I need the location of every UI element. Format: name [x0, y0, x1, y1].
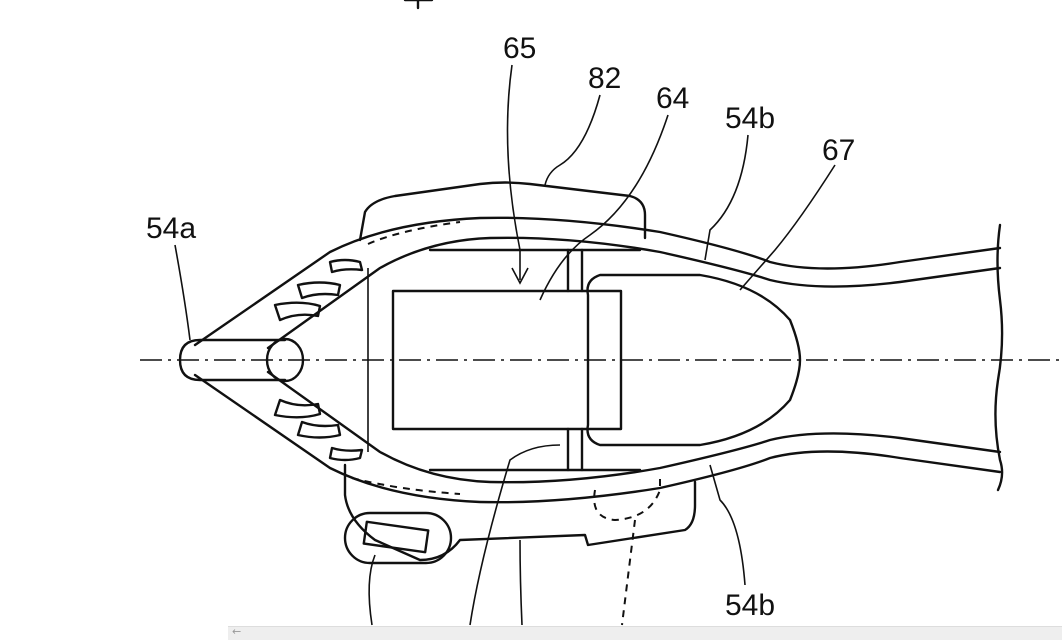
leader-67: [739, 164, 836, 291]
top-cut-glyph: [403, 0, 434, 10]
label-67: 67: [822, 134, 855, 167]
component-64-box: [391, 289, 623, 431]
leader-lower-2: [519, 539, 523, 626]
frame-54b-lower-inner: [266, 370, 1002, 484]
leader-54b-bottom: [709, 464, 746, 586]
frame-54b-lower-outer: [193, 373, 1002, 504]
frame-54b-upper-inner: [266, 236, 1002, 350]
head-pipe-end: [265, 337, 305, 383]
leader-82: [544, 94, 601, 186]
label-82: 82: [588, 62, 621, 95]
brace-4: [273, 398, 322, 419]
brace-6: [328, 446, 364, 462]
label-54a: 54a: [146, 212, 196, 245]
label-64: 64: [656, 82, 689, 115]
component-67: [586, 273, 802, 447]
bracket-82-upper: [358, 181, 647, 242]
slot-oval-outer: [343, 511, 453, 565]
bracket-82-upper-hidden: [367, 221, 461, 245]
slot-rect: [362, 520, 430, 554]
head-pipe-54a: [178, 338, 287, 382]
brace-5: [296, 420, 342, 439]
label-54b-top: 54b: [725, 102, 775, 135]
frame-54b-upper-outer: [193, 216, 1002, 347]
label-54b-bottom: 54b: [725, 589, 775, 622]
bracket-lower-hidden: [351, 477, 461, 495]
leader-65: [506, 64, 521, 280]
leader-64: [539, 114, 669, 301]
frame-break-line: [994, 223, 1004, 492]
leader-54b-top: [704, 134, 749, 261]
scroll-left-arrow-icon[interactable]: ←: [232, 625, 242, 638]
lower-hidden-pocket: [593, 475, 661, 522]
leader-slot: [368, 554, 376, 626]
label-65: 65: [503, 32, 536, 65]
lower-hidden-leader: [621, 519, 636, 626]
bottom-scrollbar[interactable]: [228, 626, 1062, 640]
brace-3: [273, 301, 322, 322]
brace-2: [296, 281, 342, 300]
leader-65-arrowhead: [511, 267, 529, 285]
brace-1: [328, 258, 364, 274]
leader-54a: [174, 244, 191, 341]
leader-lower-1: [469, 444, 561, 626]
